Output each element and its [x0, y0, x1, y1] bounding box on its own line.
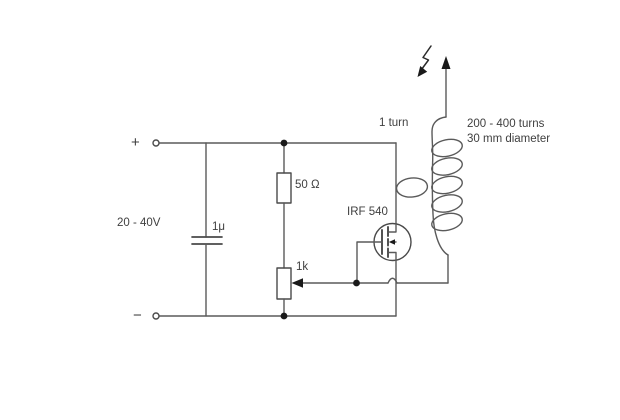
potentiometer-body	[276, 267, 292, 300]
coil-spine	[431, 116, 449, 256]
primary-winding-loop	[395, 177, 429, 198]
junction-dot	[353, 279, 360, 287]
coil-turn	[431, 157, 463, 176]
secondary-winding-label: 200 - 400 turns 30 mm diameter	[467, 117, 550, 146]
output-arrowhead-icon	[441, 56, 451, 69]
resistor-body	[276, 172, 292, 204]
coil-turn	[431, 138, 463, 158]
primary-winding-label: 1 turn	[379, 117, 409, 129]
mosfet-source-link	[388, 251, 397, 261]
coil-turn	[431, 175, 463, 195]
positive-terminal-node	[152, 139, 160, 147]
secondary-diameter-label: 30 mm diameter	[467, 132, 551, 145]
supply-voltage-label: 20 - 40V	[117, 217, 161, 229]
resistor-value-label: 50 Ω	[295, 179, 320, 191]
junction-dot	[280, 312, 288, 320]
spark-arrowhead-icon	[417, 66, 428, 77]
positive-terminal-label: +	[131, 134, 140, 151]
secondary-turns-label: 200 - 400 turns	[467, 118, 545, 130]
wiper-arrowhead-icon	[291, 278, 303, 288]
mosfet-part-label: IRF 540	[347, 206, 388, 218]
capacitor-value-label: 1μ	[212, 221, 226, 233]
potentiometer-value-label: 1k	[296, 261, 309, 273]
negative-terminal-node	[152, 312, 160, 320]
negative-terminal-label: −	[133, 307, 142, 324]
gate-wire	[356, 241, 383, 284]
junction-dot	[280, 139, 288, 147]
mosfet-body-arrow-icon	[388, 239, 395, 245]
coil-turn	[431, 212, 463, 232]
mosfet-drain-link	[388, 223, 397, 233]
coil-turn	[431, 194, 463, 213]
spark-bolt-icon	[420, 45, 432, 71]
